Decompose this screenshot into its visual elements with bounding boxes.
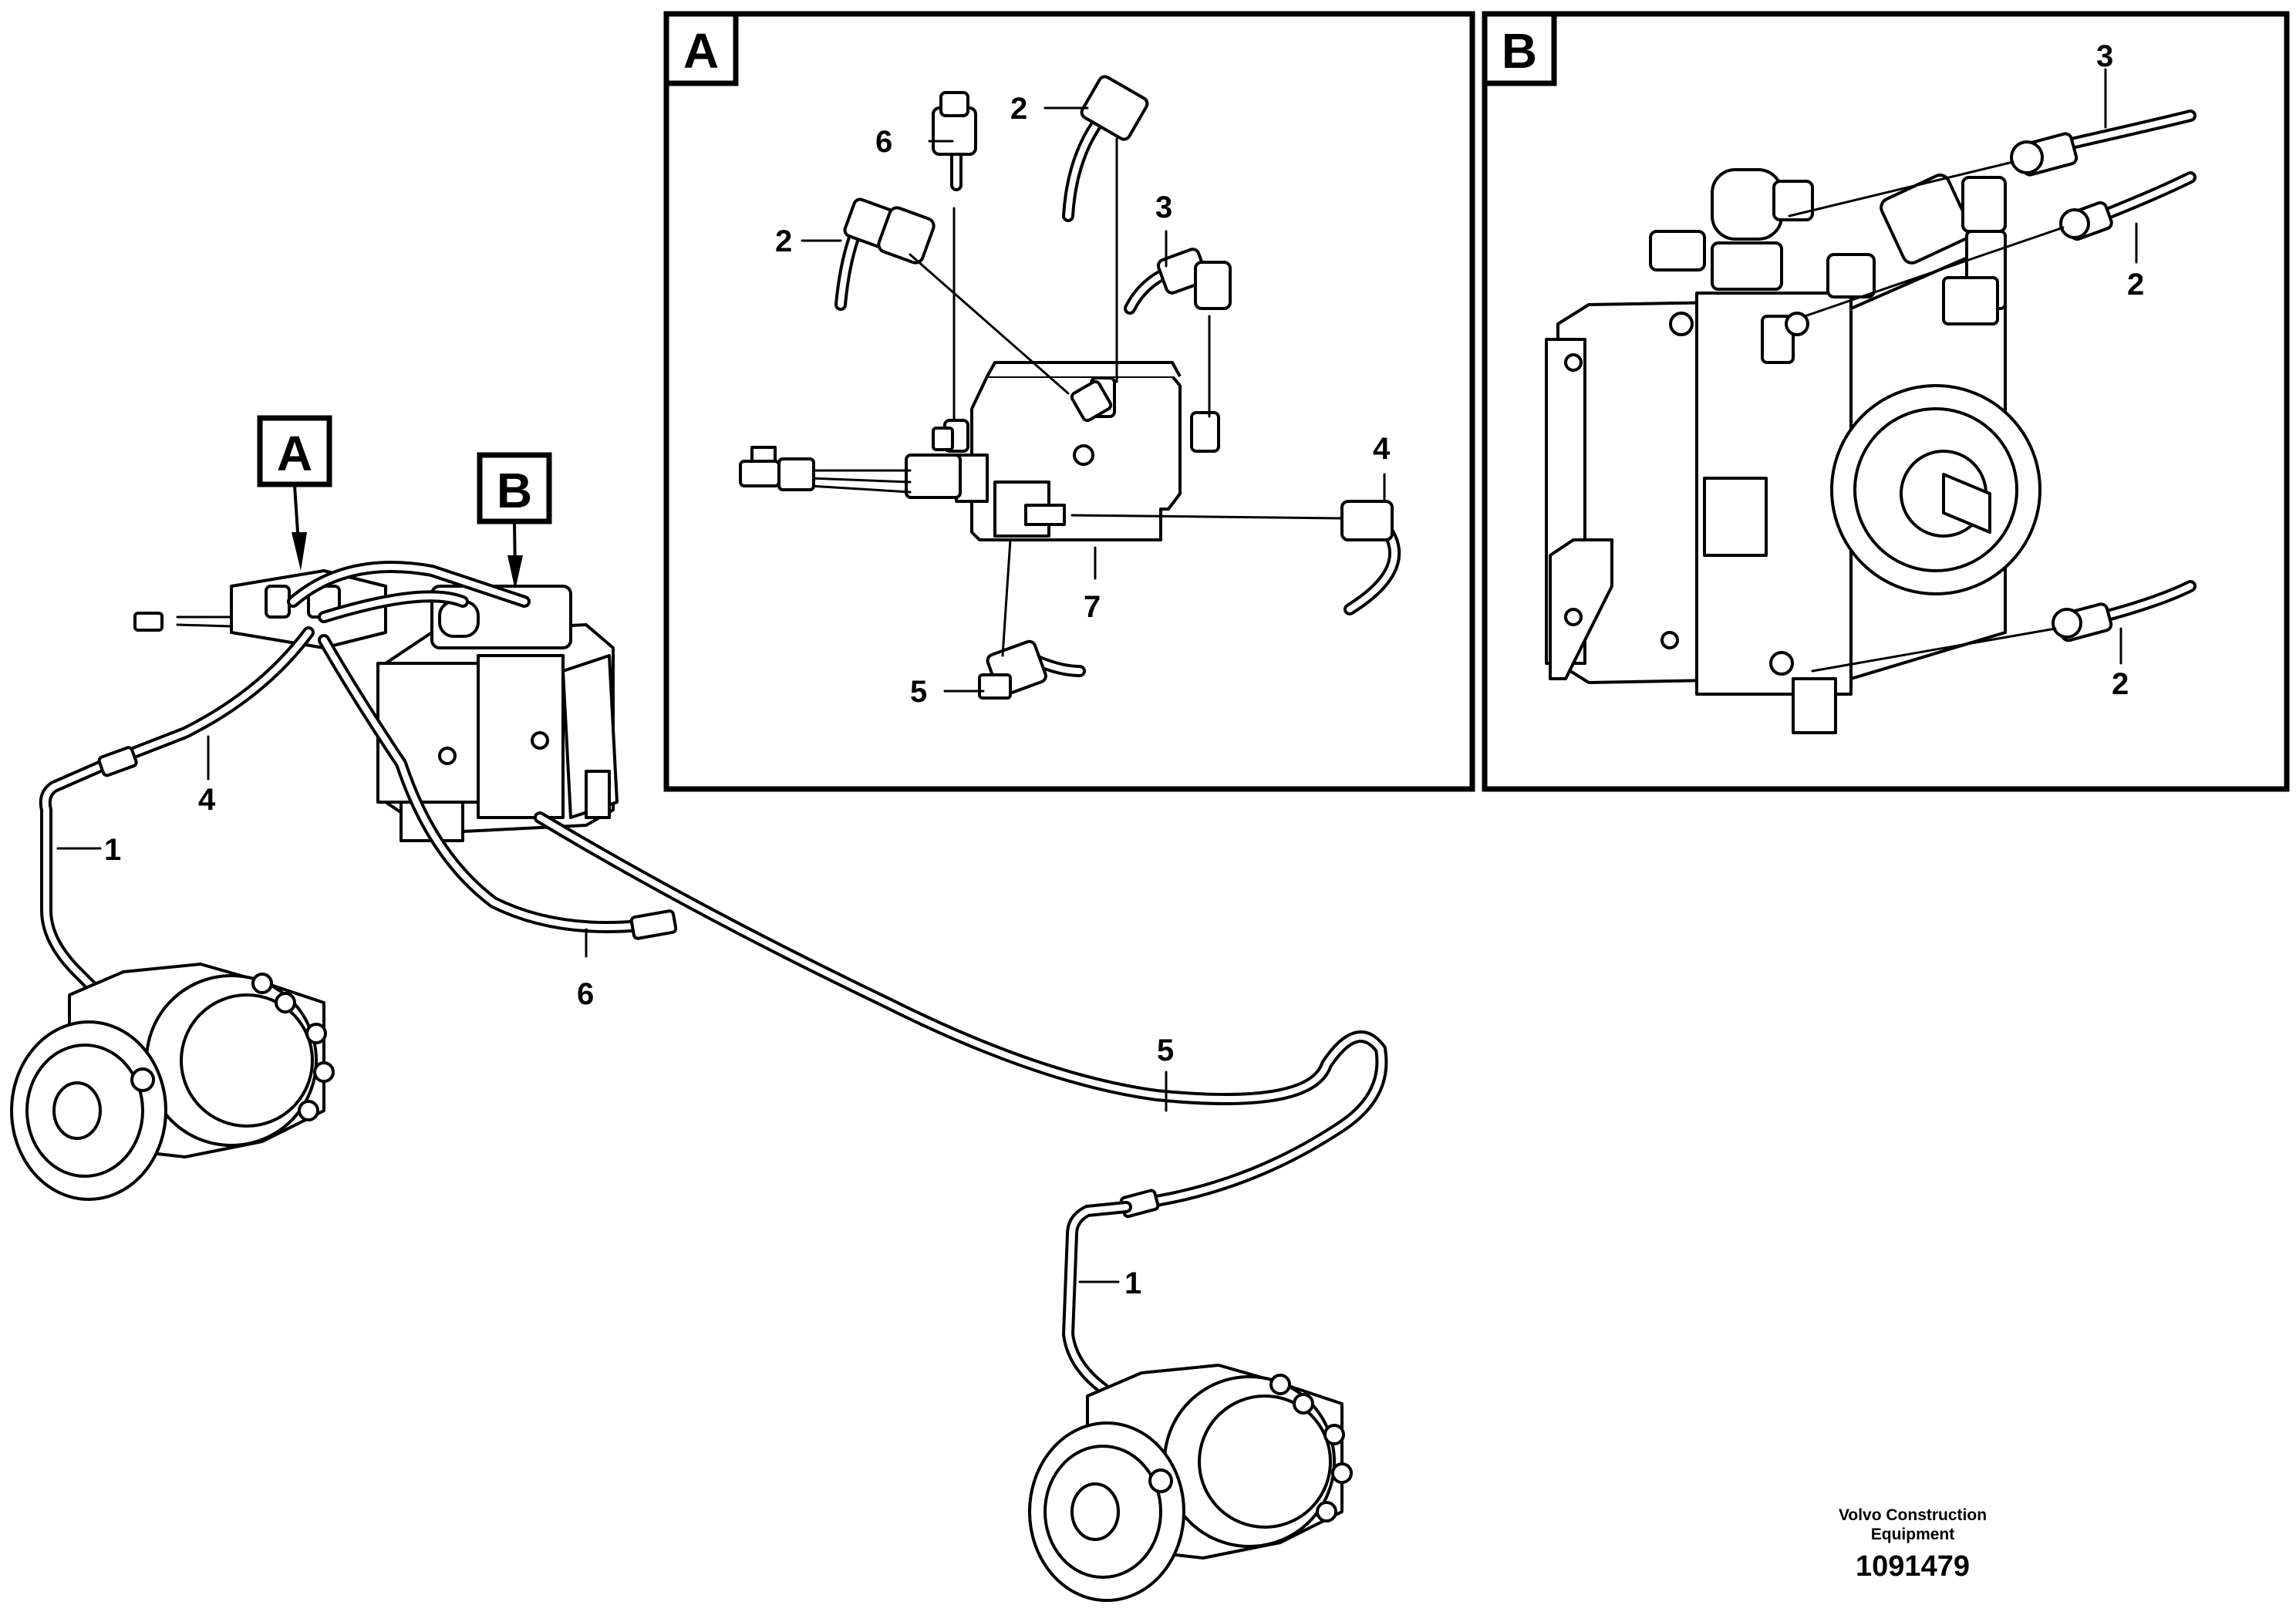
label-main-5: 5 [1157, 1034, 1174, 1067]
main-view: A B [10, 415, 1388, 1602]
pump-detail [1545, 168, 2041, 734]
label-a-5: 5 [910, 675, 927, 709]
main-leaders [56, 735, 1168, 1283]
detail-view-a: A [663, 11, 1475, 792]
callout-a-letter: A [277, 426, 312, 481]
label-a-4: 4 [1373, 432, 1391, 466]
detail-b-letter: B [1502, 23, 1537, 79]
label-main-4: 4 [198, 783, 216, 817]
detail-b-leaders [1788, 68, 2138, 673]
label-main-1-left: 1 [104, 833, 121, 867]
callout-a-box [257, 415, 332, 487]
detail-a-frame [663, 11, 1475, 792]
main-pump [133, 569, 619, 842]
main-hoses [39, 561, 1388, 1479]
company-caption: Volvo Construction Equipment [1838, 1506, 1988, 1543]
label-b-3: 3 [2096, 39, 2113, 73]
label-a-2-left: 2 [775, 224, 792, 258]
callout-b-letter: B [497, 463, 532, 518]
valve-block [739, 361, 1220, 541]
detail-view-b: B [1482, 11, 2290, 792]
detail-a-leaders [801, 106, 1386, 693]
label-a-2-top: 2 [1010, 92, 1027, 126]
label-main-6: 6 [577, 977, 594, 1011]
label-a-6: 6 [875, 125, 892, 159]
label-main-1-right: 1 [1124, 1266, 1141, 1300]
drawing-number: 1091479 [1856, 1550, 1970, 1583]
detail-a-letter-box [663, 11, 739, 86]
label-b-2-lower: 2 [2112, 667, 2129, 701]
detail-a-letter: A [683, 23, 719, 79]
callout-b-box [477, 452, 552, 524]
label-a-7: 7 [1084, 590, 1101, 624]
detail-a-fittings [834, 75, 1401, 700]
detail-b-letter-box [1482, 11, 1557, 86]
drive-motor-left [10, 963, 335, 1201]
detail-b-hoses [2010, 110, 2197, 642]
detail-b-frame [1482, 11, 2290, 792]
label-a-3: 3 [1155, 191, 1172, 224]
drive-motor-right [1028, 1364, 1353, 1602]
label-b-2-upper: 2 [2127, 268, 2144, 302]
